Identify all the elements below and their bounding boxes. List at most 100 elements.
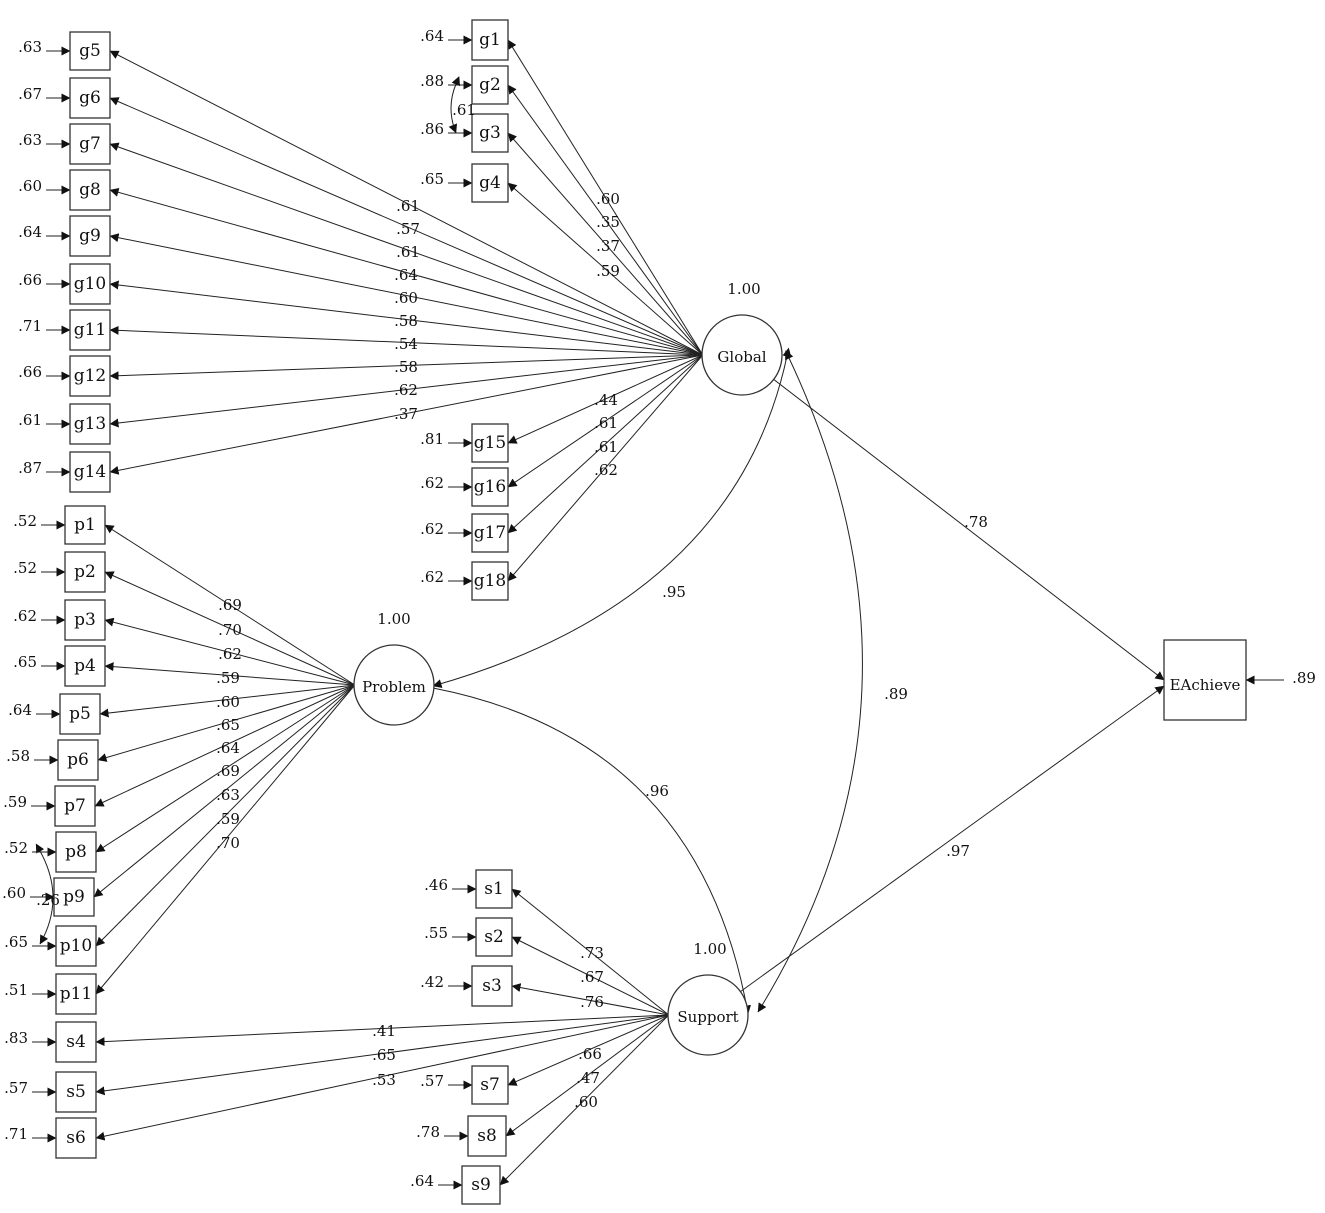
outcome-error-variance: .89 (1292, 669, 1316, 687)
indicator-s9 (461, 1165, 501, 1205)
loading-path-p6 (97, 684, 355, 762)
loading-value-s4: .41 (372, 1022, 396, 1040)
latent-variance-problem: 1.00 (377, 610, 410, 628)
error-variance-s5: .57 (4, 1079, 28, 1097)
latent-global (701, 314, 783, 396)
indicator-p2 (64, 551, 106, 593)
loading-value-g8: .64 (394, 266, 418, 284)
loading-path-s7 (507, 1014, 669, 1086)
loading-value-p11: .70 (216, 834, 240, 852)
indicator-g14 (69, 451, 111, 493)
loading-path-g8 (109, 187, 703, 356)
indicator-g3 (471, 113, 509, 153)
indicator-label: p9 (63, 887, 85, 907)
error-variance-g4: .65 (420, 170, 444, 188)
error-variance-s2: .55 (424, 924, 448, 942)
latent-variance-support: 1.00 (693, 940, 726, 958)
error-covariance-p8-p10 (35, 843, 54, 945)
loading-value-p4: .59 (216, 669, 240, 687)
indicator-g18 (471, 561, 509, 601)
loading-value-p5: .60 (216, 693, 240, 711)
loading-path-p5 (99, 684, 355, 718)
indicator-label: s8 (477, 1126, 497, 1146)
indicator-label: g13 (74, 414, 107, 434)
indicator-label: p7 (64, 796, 86, 816)
indicator-label: s4 (66, 1032, 86, 1052)
error-variance-p7: .59 (3, 793, 27, 811)
error-variance-g12: .66 (18, 363, 42, 381)
error-covariance-value-g2-g3: .61 (452, 101, 476, 119)
indicator-p4 (64, 645, 106, 687)
indicator-g13 (69, 403, 111, 445)
loading-value-s9: .60 (574, 1093, 598, 1111)
indicator-label: g9 (79, 226, 101, 246)
structural-path-support (740, 685, 1165, 993)
correlation-global-support (757, 350, 863, 1013)
indicator-label: g1 (479, 30, 501, 50)
indicator-p11 (55, 973, 97, 1015)
indicator-label: p3 (74, 610, 96, 630)
error-variance-p4: .65 (13, 653, 37, 671)
error-variance-s9: .64 (410, 1172, 434, 1190)
indicator-label: s9 (471, 1175, 491, 1195)
loading-path-g7 (109, 142, 703, 356)
indicator-label: g6 (79, 88, 101, 108)
loading-path-g2 (507, 84, 704, 356)
indicator-g11 (69, 309, 111, 351)
error-variance-g11: .71 (18, 317, 42, 335)
loading-path-g1 (507, 39, 704, 356)
error-variance-g3: .86 (420, 120, 444, 138)
loading-value-g9: .60 (394, 289, 418, 307)
indicator-g10 (69, 263, 111, 305)
indicator-s4 (55, 1021, 97, 1063)
loading-value-g18: .62 (594, 461, 618, 479)
indicator-label: g17 (474, 523, 507, 543)
indicator-label: s3 (482, 976, 502, 996)
loading-value-g5: .61 (396, 197, 420, 215)
error-variance-g5: .63 (18, 38, 42, 56)
indicator-g16 (471, 467, 509, 507)
loading-path-p7 (94, 684, 356, 807)
error-variance-s4: .83 (4, 1029, 28, 1047)
indicator-s7 (471, 1065, 509, 1105)
indicator-label: p2 (74, 562, 96, 582)
loading-path-p8 (95, 684, 356, 853)
indicator-p9 (53, 877, 95, 917)
error-variance-p11: .51 (4, 981, 28, 999)
indicator-label: g14 (74, 462, 107, 482)
indicator-label: g10 (74, 274, 107, 294)
loading-value-s5: .65 (372, 1046, 396, 1064)
correlation-problem-support (424, 683, 751, 1015)
error-variance-g18: .62 (420, 568, 444, 586)
error-variance-g14: .87 (18, 459, 42, 477)
latent-variance-global: 1.00 (727, 280, 760, 298)
indicator-p3 (64, 599, 106, 641)
loading-value-p10: .59 (216, 810, 240, 828)
correlation-value-problem-support: .96 (645, 782, 669, 800)
indicator-label: g5 (79, 41, 101, 61)
error-variance-g15: .81 (420, 430, 444, 448)
indicator-g17 (471, 513, 509, 553)
indicator-g9 (69, 215, 111, 257)
loading-path-p11 (95, 684, 356, 995)
indicator-label: s1 (484, 879, 504, 899)
indicator-label: g4 (479, 173, 501, 193)
indicator-g2 (471, 65, 509, 105)
indicator-p1 (64, 505, 106, 545)
error-variance-g13: .61 (18, 411, 42, 429)
loading-value-s3: .76 (580, 993, 604, 1011)
loading-value-p8: .69 (216, 762, 240, 780)
indicator-s6 (55, 1117, 97, 1159)
loading-path-p1 (104, 524, 356, 686)
indicator-label: g3 (479, 123, 501, 143)
indicator-g6 (69, 77, 111, 119)
indicator-p8 (55, 831, 97, 873)
loading-value-p6: .65 (216, 716, 240, 734)
structural-path-global (773, 379, 1165, 681)
indicator-g5 (69, 31, 111, 71)
error-variance-p1: .52 (13, 512, 37, 530)
loading-value-s2: .67 (580, 968, 604, 986)
indicator-label: g11 (74, 320, 107, 340)
error-variance-p8: .52 (4, 839, 28, 857)
error-variance-s1: .46 (424, 876, 448, 894)
